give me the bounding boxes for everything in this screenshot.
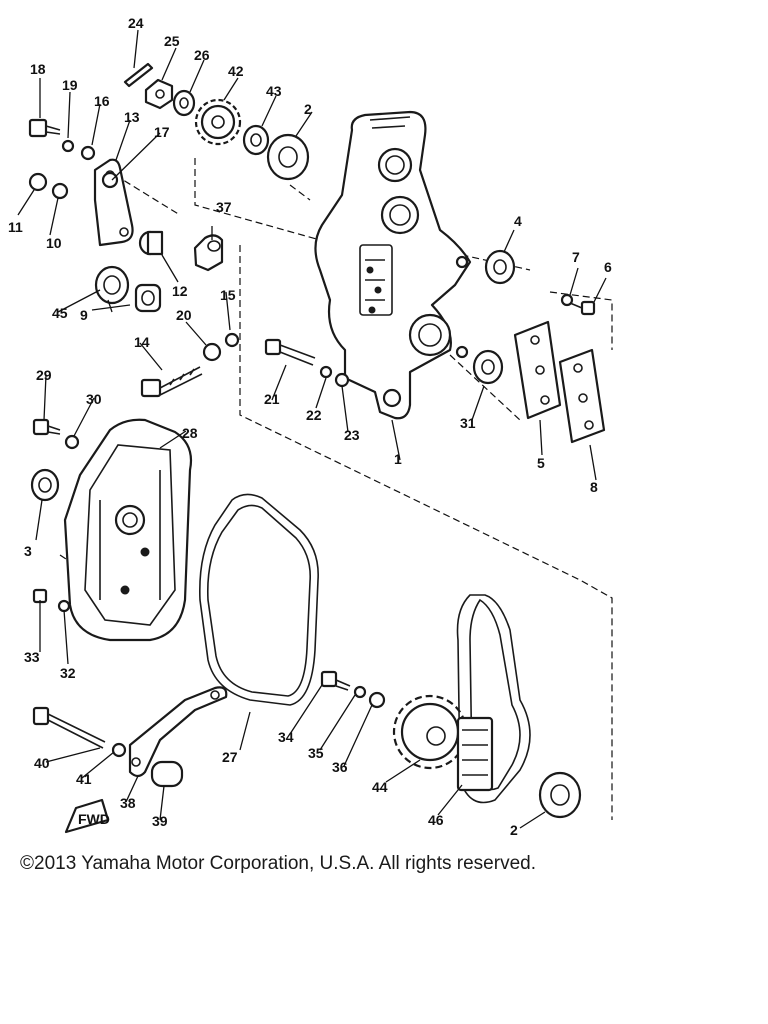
callout-2-lower: 2 xyxy=(510,822,518,838)
callout-24: 24 xyxy=(128,15,144,31)
bolt-14 xyxy=(140,366,203,398)
callout-22: 22 xyxy=(306,407,322,423)
callout-36: 36 xyxy=(332,759,348,775)
bolt-21 xyxy=(264,338,316,366)
callout-6: 6 xyxy=(604,259,612,275)
callout-39: 39 xyxy=(152,813,168,829)
callout-37: 37 xyxy=(216,199,232,215)
collar-45 xyxy=(94,265,130,305)
callout-35: 35 xyxy=(308,745,324,761)
callout-43: 43 xyxy=(266,83,282,99)
callout-16: 16 xyxy=(94,93,110,109)
callout-29: 29 xyxy=(36,367,52,383)
callout-19: 19 xyxy=(62,77,78,93)
callout-10: 10 xyxy=(46,235,62,251)
callout-13: 13 xyxy=(124,109,140,125)
callout-12: 12 xyxy=(172,283,188,299)
seal-3 xyxy=(30,468,60,502)
bearing-lower xyxy=(538,771,582,819)
drive-chain xyxy=(456,594,531,804)
callout-8: 8 xyxy=(590,479,598,495)
elbow-fitting-37 xyxy=(193,234,224,272)
sprocket-lower xyxy=(392,694,468,770)
callout-18: 18 xyxy=(30,61,46,77)
callout-41: 41 xyxy=(76,771,92,787)
bolt-40 xyxy=(32,706,106,749)
oil-seal-31 xyxy=(472,349,504,385)
washer-26 xyxy=(172,89,196,117)
sprocket-upper xyxy=(194,98,242,146)
callout-7: 7 xyxy=(572,249,580,265)
callout-42: 42 xyxy=(228,63,244,79)
chain-case-cover xyxy=(63,418,193,642)
callout-26: 26 xyxy=(194,47,210,63)
oil-seal-4 xyxy=(484,249,516,285)
nut-25 xyxy=(144,78,174,110)
fwd-arrow: FWD xyxy=(64,798,110,834)
callout-40: 40 xyxy=(34,755,50,771)
callout-1: 1 xyxy=(394,451,402,467)
callout-30: 30 xyxy=(86,391,102,407)
bracket-13 xyxy=(93,158,134,247)
callout-2-upper: 2 xyxy=(304,101,312,117)
callout-5: 5 xyxy=(537,455,545,471)
collar-12 xyxy=(138,230,164,256)
exploded-parts-diagram: FWD 1 2 2 3 4 5 6 7 8 9 10 11 12 xyxy=(8,15,613,838)
callout-46: 46 xyxy=(428,812,444,828)
fwd-label: FWD xyxy=(78,811,110,827)
callout-38: 38 xyxy=(120,795,136,811)
small-washers xyxy=(28,139,574,758)
callout-44: 44 xyxy=(372,779,388,795)
callout-labels: 1 2 2 3 4 5 6 7 8 9 10 11 12 13 14 15 16… xyxy=(8,15,612,838)
callout-21: 21 xyxy=(264,391,280,407)
callout-34: 34 xyxy=(278,729,294,745)
callout-11: 11 xyxy=(8,219,23,235)
gasket xyxy=(198,493,319,706)
callout-17: 17 xyxy=(154,124,170,140)
callout-14: 14 xyxy=(134,334,150,350)
callout-28: 28 xyxy=(182,425,198,441)
bracket-38 xyxy=(128,686,228,778)
collar-9 xyxy=(134,283,162,313)
copyright-notice: ©2013 Yamaha Motor Corporation, U.S.A. A… xyxy=(20,853,536,874)
bolt-34 xyxy=(320,670,351,691)
callout-25: 25 xyxy=(164,33,180,49)
gear-case-housing xyxy=(314,110,472,420)
leader-lines xyxy=(17,29,607,829)
washer-43 xyxy=(242,124,270,156)
bolt-6 xyxy=(569,300,596,316)
callout-45: 45 xyxy=(52,305,68,321)
callout-31: 31 xyxy=(460,415,476,431)
callout-9: 9 xyxy=(80,307,88,323)
callout-15: 15 xyxy=(220,287,236,303)
bearing-upper xyxy=(266,133,310,181)
callout-27: 27 xyxy=(222,749,238,765)
callout-33: 33 xyxy=(24,649,40,665)
assembly-guide-lines xyxy=(59,158,613,820)
callout-3: 3 xyxy=(24,543,32,559)
callout-32: 32 xyxy=(60,665,76,681)
tensioner-plate-8 xyxy=(558,348,606,444)
bolt-29 xyxy=(32,418,61,436)
tensioner-plate-5 xyxy=(513,320,562,420)
spacer-39 xyxy=(150,760,184,788)
callout-23: 23 xyxy=(344,427,360,443)
bolt-18 xyxy=(28,118,61,138)
pin-24 xyxy=(123,62,154,88)
callout-4: 4 xyxy=(514,213,522,229)
callout-20: 20 xyxy=(176,307,192,323)
